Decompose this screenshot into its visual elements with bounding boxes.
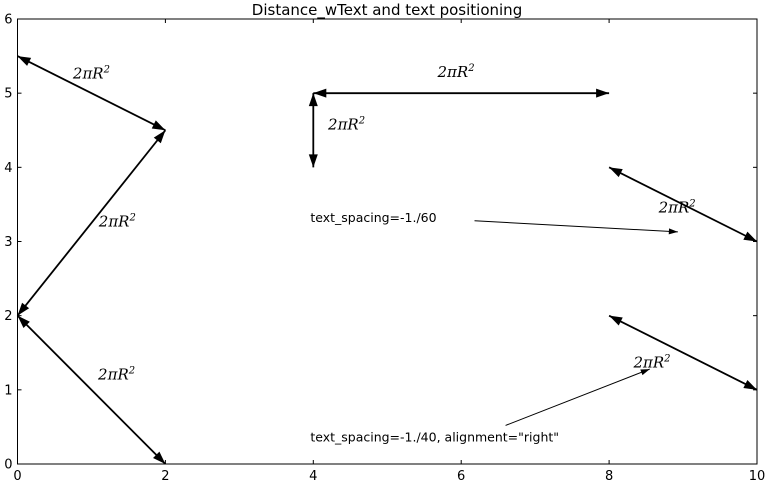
x-tick-label: 2 [161, 469, 169, 484]
chart-title: Distance_wText and text positioning [252, 1, 522, 20]
y-tick-label: 4 [4, 161, 12, 176]
y-tick-label: 5 [4, 87, 12, 102]
y-tick-label: 1 [4, 383, 12, 398]
arrowhead [153, 451, 166, 464]
x-tick-label: 8 [605, 469, 613, 484]
y-tick-label: 2 [4, 309, 12, 324]
y-tick-label: 0 [4, 458, 12, 473]
annotation-arrow-line [505, 368, 650, 426]
arrow-label: 2πR2 [632, 354, 670, 372]
arrowhead [596, 88, 610, 98]
double-arrow-line [16, 315, 167, 465]
double-arrow-line [608, 314, 758, 391]
double-arrow-line [608, 166, 758, 243]
annotation-arrowhead [668, 228, 678, 235]
annotation-arrowhead [640, 369, 650, 376]
y-tick-label: 6 [4, 13, 12, 28]
arrowhead [308, 154, 318, 168]
annotation-text: text_spacing=-1./40, alignment="right" [310, 429, 559, 444]
arrowhead [609, 167, 623, 178]
arrow-label: 2πR2 [72, 64, 110, 82]
arrowhead [17, 302, 30, 316]
arrow-label: 2πR2 [97, 366, 135, 384]
arrowhead [153, 130, 166, 144]
chart-content: 0 2 4 6 8 10 0 1 2 3 4 5 6 2πR2 2πR2 2πR2 2πR2 2πR2 2πR2 2π… [4, 13, 765, 485]
double-arrow-line [16, 129, 167, 317]
arrowhead [743, 231, 757, 242]
arrow-label: 2πR2 [658, 199, 696, 217]
y-tick-label: 3 [4, 235, 12, 250]
double-arrow-line [17, 55, 166, 132]
arrowhead [743, 379, 757, 390]
annotation-text: text_spacing=-1./60 [310, 210, 436, 225]
arrow-label: 2πR2 [436, 63, 474, 81]
arrowhead [313, 88, 327, 98]
axes-frame [17, 18, 758, 465]
arrowhead [609, 315, 623, 326]
x-tick-label: 0 [13, 469, 21, 484]
arrowhead [17, 56, 32, 66]
x-tick-label: 6 [457, 469, 465, 484]
annotation-arrow-line [474, 220, 678, 233]
arrowhead [151, 120, 166, 131]
arrow-label: 2πR2 [98, 213, 136, 231]
x-tick-label: 4 [309, 469, 317, 484]
x-tick-label: 10 [749, 469, 766, 484]
arrowhead [17, 315, 30, 329]
arrowhead [308, 93, 318, 107]
arrow-label: 2πR2 [327, 116, 365, 134]
